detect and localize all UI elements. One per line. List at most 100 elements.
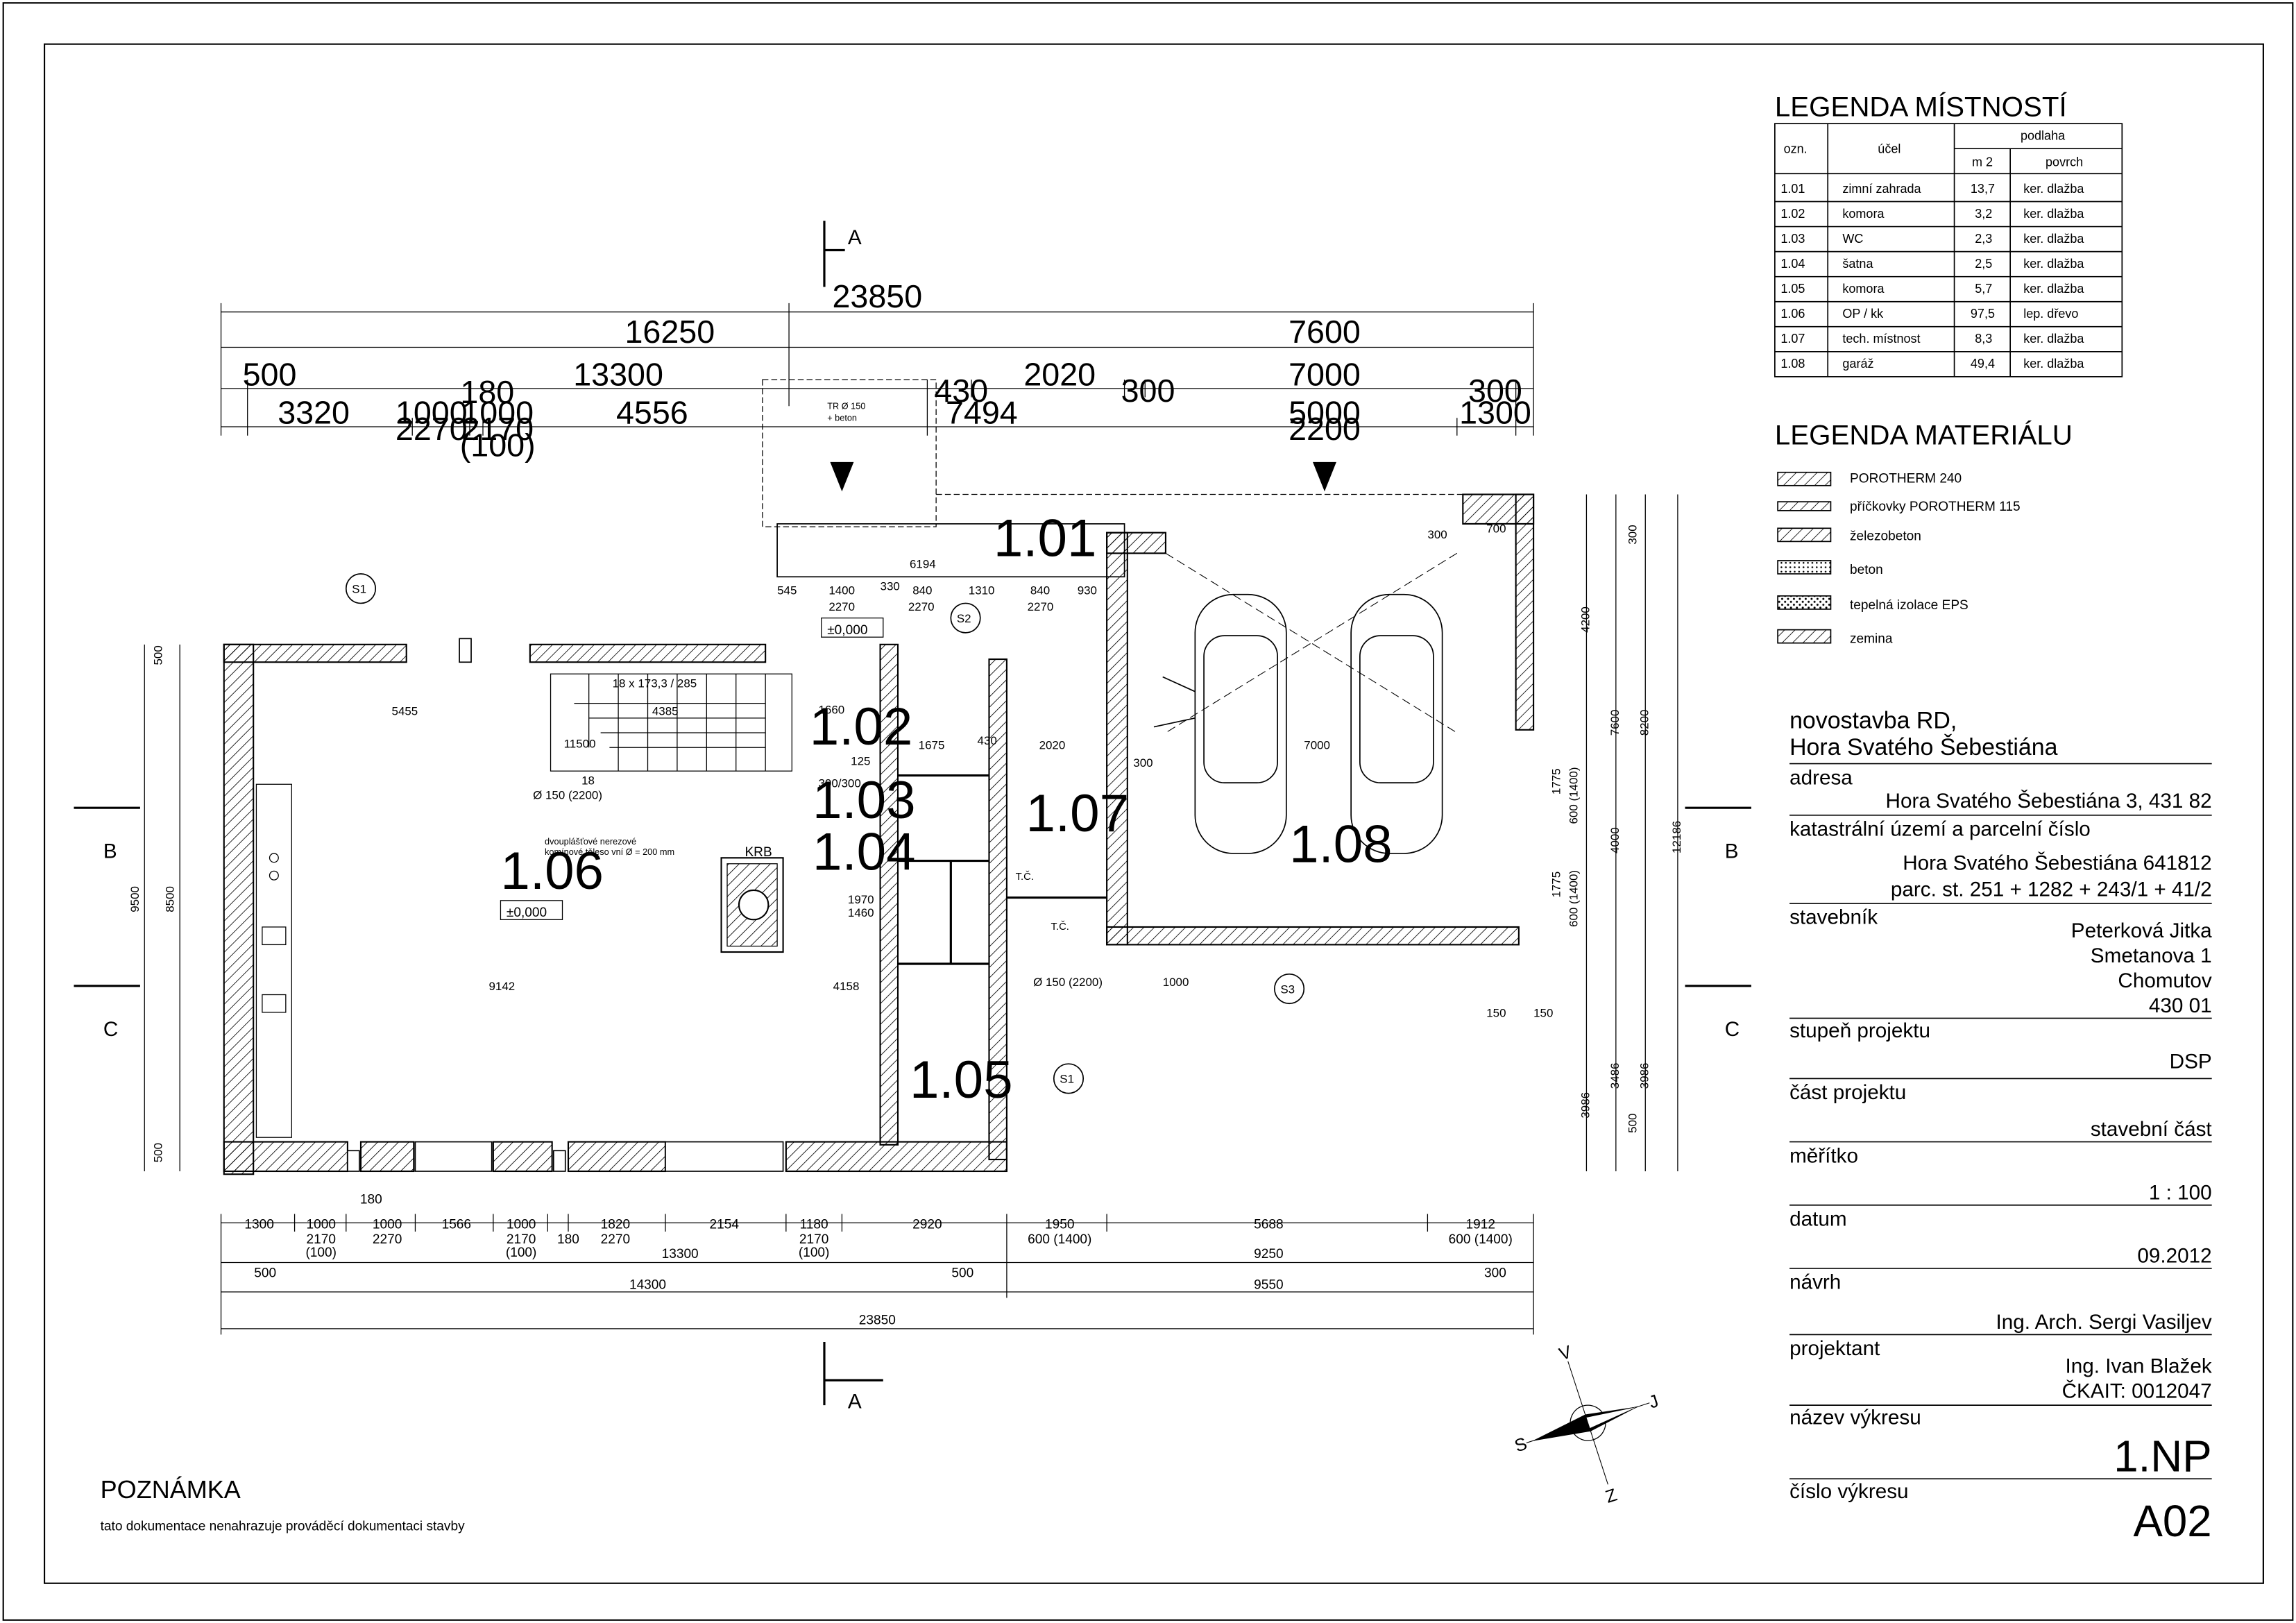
- dim-label: 500: [951, 1266, 973, 1281]
- dim-label: 545: [777, 584, 797, 597]
- dim-label: 14300: [629, 1278, 666, 1293]
- dim-label: 840: [1030, 584, 1050, 597]
- legend-cell: 13,7: [1971, 182, 1995, 196]
- date-value: 09.2012: [2137, 1244, 2211, 1267]
- legend-cell: lep. dřevo: [2023, 307, 2078, 321]
- compass-s: S: [1513, 1434, 1530, 1456]
- bubble-label: S1: [352, 583, 366, 596]
- legend-cell: 97,5: [1971, 307, 1995, 321]
- scale-label: měřítko: [1789, 1144, 1858, 1167]
- dim-label: 300: [1133, 756, 1153, 770]
- chimney-note: dvouplášťové nerezové: [545, 836, 636, 847]
- compass-j: J: [1647, 1391, 1661, 1413]
- dim-label: 500: [152, 645, 165, 665]
- section-label: B: [1725, 840, 1739, 863]
- legend-row: 1.02 komora 3,2 ker. dlažba: [1780, 207, 2084, 221]
- section-label: B: [103, 840, 117, 863]
- dim-label: 8500: [164, 886, 177, 912]
- section-label: A: [848, 1390, 862, 1413]
- swatch-porotherm-115: [1777, 501, 1832, 511]
- dim-label: 125: [851, 755, 870, 768]
- dim-label: 150: [1533, 1006, 1553, 1019]
- legend-cell: 3,2: [1975, 207, 1992, 221]
- material-label: beton: [1850, 563, 1883, 577]
- legend-cell: zimní zahrada: [1842, 182, 1921, 196]
- bubble-label: S2: [957, 612, 971, 625]
- dim-label: 9500: [128, 886, 142, 912]
- level-1-06: ±0,000: [507, 906, 547, 920]
- dim-label: 2170: [507, 1232, 536, 1247]
- section-marker-c-left: C: [74, 985, 140, 1041]
- legend-cell: komora: [1842, 282, 1885, 296]
- dim-label: 2200: [1289, 411, 1361, 447]
- part-label: část projektu: [1789, 1081, 1906, 1104]
- swatch-eps: [1777, 595, 1832, 610]
- dim-label: (100): [799, 1246, 830, 1260]
- dim-label: 2020: [1039, 738, 1066, 751]
- dim-label: 3986: [1638, 1063, 1651, 1089]
- dim-label: 4556: [616, 395, 688, 431]
- fireplace: KRB dvouplášťové nerezové komínové těles…: [545, 836, 784, 953]
- dim-label: (100): [305, 1246, 337, 1260]
- stage-label: stupeň projektu: [1789, 1019, 1930, 1042]
- dim-label: 2270: [908, 600, 935, 613]
- dim-label: 180: [360, 1193, 382, 1207]
- legend-cell: šatna: [1842, 257, 1873, 271]
- address-value: Hora Svatého Šebestiána 3, 431 82: [1886, 789, 2212, 813]
- legend-row: 1.08 garáž 49,4 ker. dlažba: [1780, 357, 2084, 371]
- legend-cell: 1.06: [1780, 307, 1805, 321]
- dim-label: 9550: [1254, 1278, 1283, 1293]
- dim-label: 2270: [373, 1232, 402, 1247]
- level-1-01: ±0,000: [827, 623, 867, 638]
- dim-label: 3486: [1608, 1063, 1622, 1089]
- kitchen-counter: [255, 783, 292, 1138]
- title-block: novostavba RD, Hora Svatého Šebestiána a…: [1789, 708, 2212, 1546]
- section-bubble-s2: [950, 602, 981, 634]
- legend-cell: komora: [1842, 207, 1885, 221]
- legend-row: 1.03 WC 2,3 ker. dlažba: [1780, 232, 2084, 246]
- investor-label: stavebník: [1789, 906, 1878, 929]
- dim-label: 4158: [833, 980, 860, 993]
- legend-cell: 1.07: [1780, 332, 1805, 346]
- dim-label: 2270: [601, 1232, 630, 1247]
- left-dim-labels: 500 9500 8500 500: [128, 645, 177, 1162]
- drawing-number-label: číslo výkresu: [1789, 1480, 1908, 1503]
- swatch-porotherm-240: [1777, 471, 1832, 486]
- top-dimensions: [220, 303, 1534, 436]
- bubble-label: S1: [1060, 1073, 1074, 1086]
- dim-label: 2920: [912, 1218, 942, 1232]
- material-label: železobeton: [1850, 529, 1921, 543]
- section-marker-a-bottom: A: [823, 1341, 883, 1413]
- room-1-05: 1.05: [910, 1051, 1013, 1110]
- dim-label: 2170: [461, 411, 534, 447]
- legend-header-povrch: povrch: [2046, 155, 2083, 169]
- section-marker-a-top: A: [823, 221, 862, 287]
- legend-header-podlaha: podlaha: [2021, 128, 2066, 142]
- terrace-outline: [762, 379, 937, 527]
- investor-line2: Smetanova 1: [2091, 944, 2212, 967]
- section-bubble-s1: [345, 573, 377, 604]
- legend-cell: OP / kk: [1842, 307, 1884, 321]
- legend-header-ucel: účel: [1878, 142, 1900, 156]
- dim-label: 1000: [507, 1218, 536, 1232]
- dim-label: 7000: [1289, 357, 1361, 393]
- windows: [347, 638, 784, 1172]
- dim-label: 16250: [624, 314, 715, 350]
- dim-label: 180: [557, 1232, 579, 1247]
- dim-label: 8200: [1638, 710, 1651, 736]
- dim-label: 1300: [1459, 395, 1531, 431]
- room-1-08: 1.08: [1289, 815, 1393, 874]
- dim-label: 7600: [1289, 314, 1361, 350]
- dim-label: 700: [1486, 522, 1506, 536]
- staircase: [550, 673, 792, 772]
- dim-label: (100): [506, 1246, 537, 1260]
- dim-label: 1400: [828, 584, 855, 597]
- dim-label: 1970: [848, 893, 874, 906]
- dim-label: 9142: [488, 980, 515, 993]
- legend-cell: ker. dlažba: [2023, 182, 2084, 196]
- dim-label: 1950: [1045, 1218, 1074, 1232]
- room-legend-title: LEGENDA MÍSTNOSTÍ: [1775, 92, 2068, 123]
- dim-label: 18: [581, 774, 595, 787]
- legend-cell: ker. dlažba: [2023, 332, 2084, 346]
